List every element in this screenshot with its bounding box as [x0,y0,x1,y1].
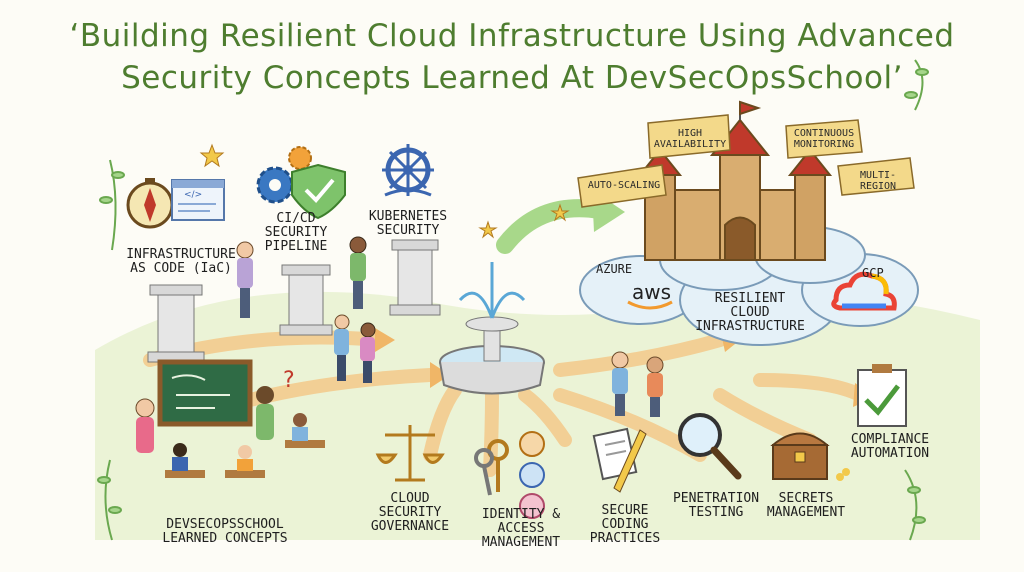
chalkboard [157,359,253,427]
label-infrastructure-as-code: INFRASTRUCTURE AS CODE (IaC) [126,247,236,276]
grass-ground [95,291,980,540]
green-arrow [496,199,609,254]
page-title-line-2: Security Concepts Learned At DevSecOpsSc… [121,60,903,96]
decorative-stars [199,143,570,239]
clipboard-check-icon [857,364,907,427]
label-identity-access-management: IDENTITY & ACCESS MANAGEMENT [481,507,561,550]
cloud-label-azure: AZURE [596,262,633,276]
question-mark: ? [283,368,295,393]
label-penetration-testing: PENETRATION TESTING [672,491,760,520]
pillar-cicd [279,264,333,336]
scales-icon [375,425,445,482]
helm-wheel-icon [382,144,434,197]
label-devsecopsschool-learned-concepts: DEVSECOPSSCHOOL LEARNED CONCEPTS [162,517,288,546]
code-window-icon [171,179,225,221]
banner-auto-scaling: AUTO-SCALING [587,180,661,191]
banner-high-availability: HIGH AVAILABILITY [653,128,727,150]
gcp-logo-icon [831,271,897,311]
shield-check-icon [291,163,346,220]
cloud-label-gcp: GCP [862,266,884,280]
label-cloud-security-governance: CLOUD SECURITY GOVERNANCE [370,491,450,534]
person-figures [236,236,664,417]
banner-continuous-monitoring: CONTINUOUS MONITORING [793,128,855,150]
banner-ribbons [577,114,915,208]
label-cicd-security-pipeline: CI/CD SECURITY PIPELINE [264,211,328,254]
pillar-kubernetes [389,239,441,316]
code-snippet-text: </> [184,190,203,200]
fountain [439,262,545,395]
vine-doodles [97,59,929,541]
treasure-chest-icon [770,432,850,481]
document-pencil-icon [592,427,647,493]
label-secure-coding-practices: SECURE CODING PRACTICES [589,503,661,546]
label-compliance-automation: COMPLIANCE AUTOMATION [850,432,930,461]
keys-icon [474,439,509,496]
pillar-iac [147,284,205,363]
page-title-line-1: ‘Building Resilient Cloud Infrastructure… [69,18,955,54]
aws-smile-icon [627,300,673,310]
castle [637,100,833,261]
user-circles-icon [519,431,545,519]
label-resilient-cloud-infrastructure: RESILIENT CLOUD INFRASTRUCTURE [695,291,805,334]
aws-logo: aws [632,280,672,304]
label-secrets-management: SECRETS MANAGEMENT [766,491,846,520]
banner-multi-region: MULTI-REGION [859,170,897,192]
compass-icon [126,178,174,229]
label-kubernetes-security: KUBERNETES SECURITY [368,209,448,238]
classroom-people [135,386,325,478]
magnifying-glass-icon [678,413,742,480]
